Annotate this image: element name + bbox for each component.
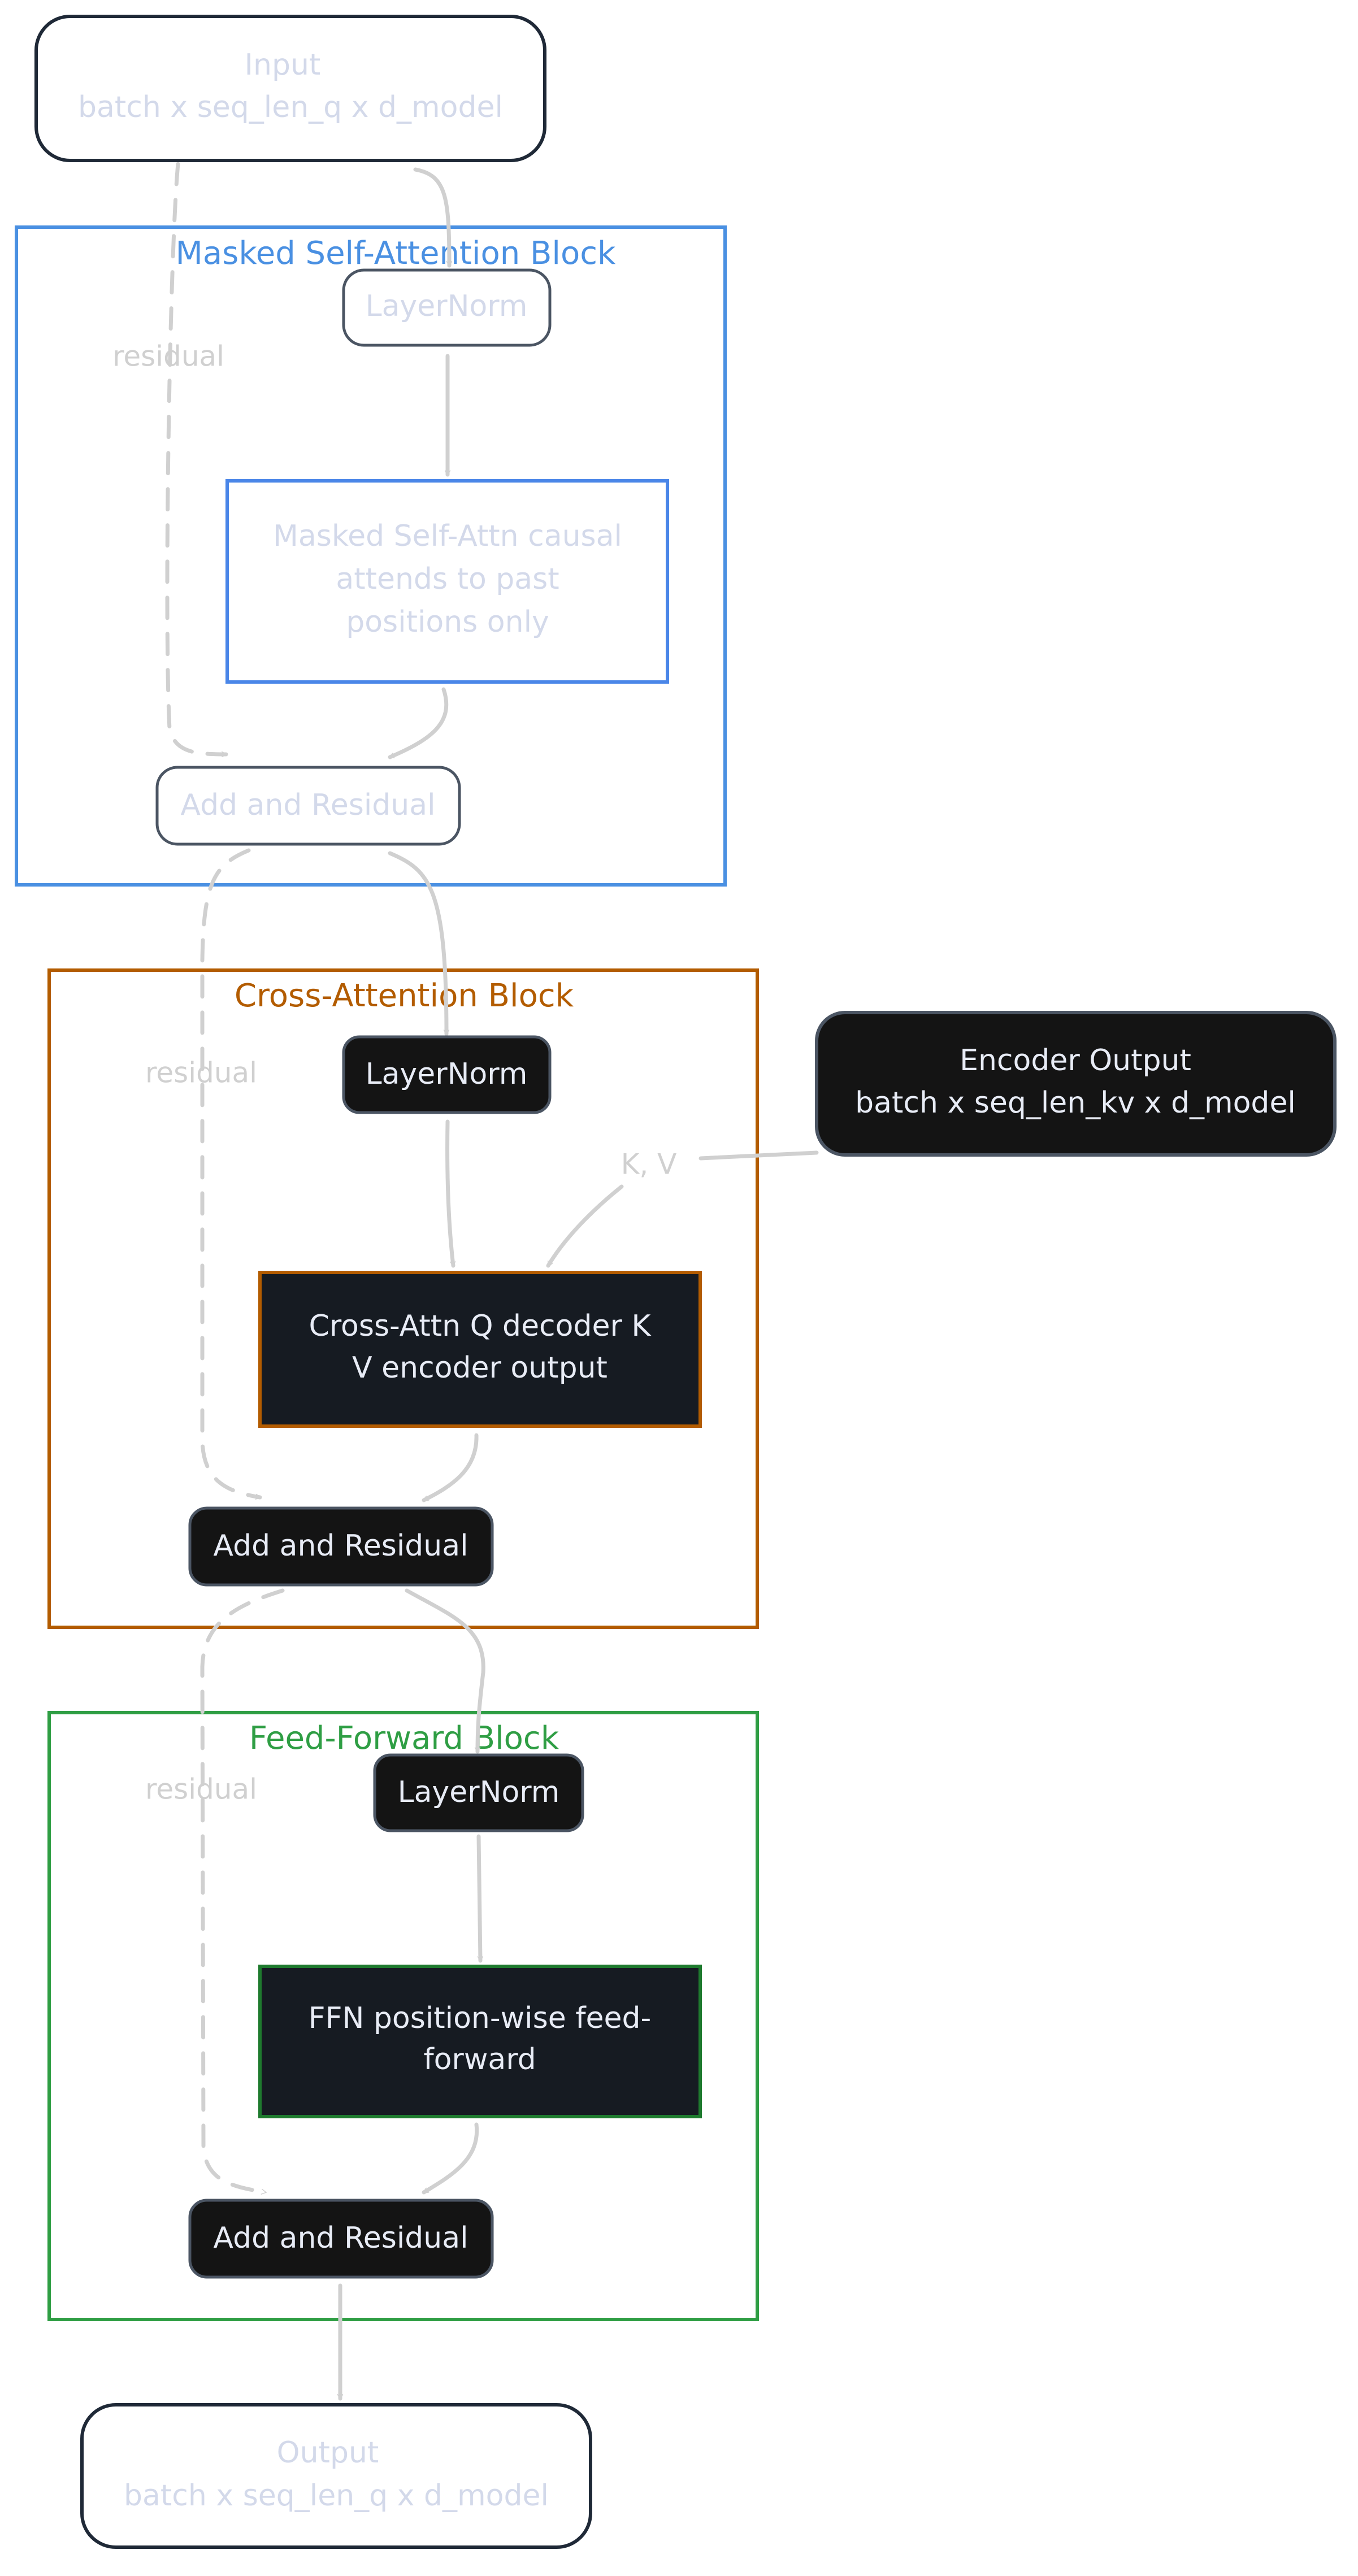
layernorm-3-label: LayerNorm: [398, 1775, 560, 1809]
input-shape: batch x seq_len_q x d_model: [78, 90, 503, 124]
residual-label-2: residual: [145, 1057, 257, 1089]
add-residual-1[interactable]: Add and Residual: [155, 766, 461, 846]
input-node[interactable]: Input batch x seq_len_q x d_model: [34, 15, 546, 162]
residual-label-1: residual: [112, 340, 224, 373]
arrow-encoder-to-cross-attn: [548, 1150, 819, 1266]
encoder-title: Encoder Output: [960, 1044, 1191, 1078]
encoder-output-node[interactable]: Encoder Output batch x seq_len_kv x d_mo…: [815, 1011, 1337, 1157]
arrow-input-to-layernorm1: [413, 167, 449, 266]
residual-label-3: residual: [145, 1773, 257, 1806]
arrow-layernorm2-to-cross-attn: [445, 1119, 453, 1266]
masked-self-attention-frame: [15, 225, 727, 887]
add-residual-1-label: Add and Residual: [180, 788, 435, 822]
input-title: Input: [245, 48, 321, 82]
arrow-cross-attn-to-add2: [424, 1433, 479, 1500]
masked-self-attn-node[interactable]: Masked Self-Attn causal attends to past …: [225, 479, 669, 684]
arrow-add1-to-layernorm2: [388, 851, 446, 1034]
arrow-ffn-to-add3: [424, 2122, 479, 2192]
arrow-add2-to-layernorm3: [405, 1588, 485, 1752]
layernorm-1-label: LayerNorm: [366, 289, 528, 323]
cross-attn-line1: Cross-Attn Q decoder K: [309, 1309, 652, 1343]
add-residual-2-label: Add and Residual: [213, 1529, 468, 1563]
ffn-line1: FFN position-wise feed-: [309, 2001, 652, 2035]
output-shape: batch x seq_len_q x d_model: [124, 2479, 549, 2513]
arrow-residual-1: [165, 162, 226, 754]
layernorm-3[interactable]: LayerNorm: [373, 1753, 584, 1832]
ffn-node[interactable]: FFN position-wise feed- forward: [258, 1965, 702, 2118]
output-title: Output: [277, 2436, 379, 2470]
add-residual-3[interactable]: Add and Residual: [188, 2199, 494, 2279]
masked-attn-line3: positions only: [346, 605, 549, 639]
masked-attn-line2: attends to past: [336, 562, 559, 596]
layernorm-2[interactable]: LayerNorm: [342, 1035, 552, 1114]
add-residual-2[interactable]: Add and Residual: [188, 1506, 494, 1587]
arrow-masked-attn-to-add1: [390, 687, 449, 757]
ffn-line2: forward: [423, 2043, 536, 2077]
ffn-block-title: Feed-Forward Block: [249, 1720, 559, 1757]
masked-block-title: Masked Self-Attention Block: [176, 235, 617, 272]
cross-attn-node[interactable]: Cross-Attn Q decoder K V encoder output: [258, 1271, 702, 1428]
masked-attn-line1: Masked Self-Attn causal: [273, 519, 622, 553]
arrow-layernorm3-to-ffn: [479, 1834, 480, 1961]
kv-label: K, V: [621, 1148, 677, 1181]
layernorm-2-label: LayerNorm: [366, 1057, 528, 1091]
layernorm-1[interactable]: LayerNorm: [342, 268, 552, 347]
encoder-shape: batch x seq_len_kv x d_model: [855, 1086, 1296, 1120]
add-residual-3-label: Add and Residual: [213, 2221, 468, 2255]
cross-attn-line2: V encoder output: [352, 1351, 608, 1385]
output-node[interactable]: Output batch x seq_len_q x d_model: [80, 2403, 592, 2549]
cross-attention-frame: [47, 968, 759, 1629]
arrow-residual-3: [200, 1588, 285, 2192]
arrow-residual-2: [200, 848, 260, 1497]
feed-forward-frame: [47, 1711, 759, 2321]
cross-block-title: Cross-Attention Block: [235, 978, 574, 1014]
